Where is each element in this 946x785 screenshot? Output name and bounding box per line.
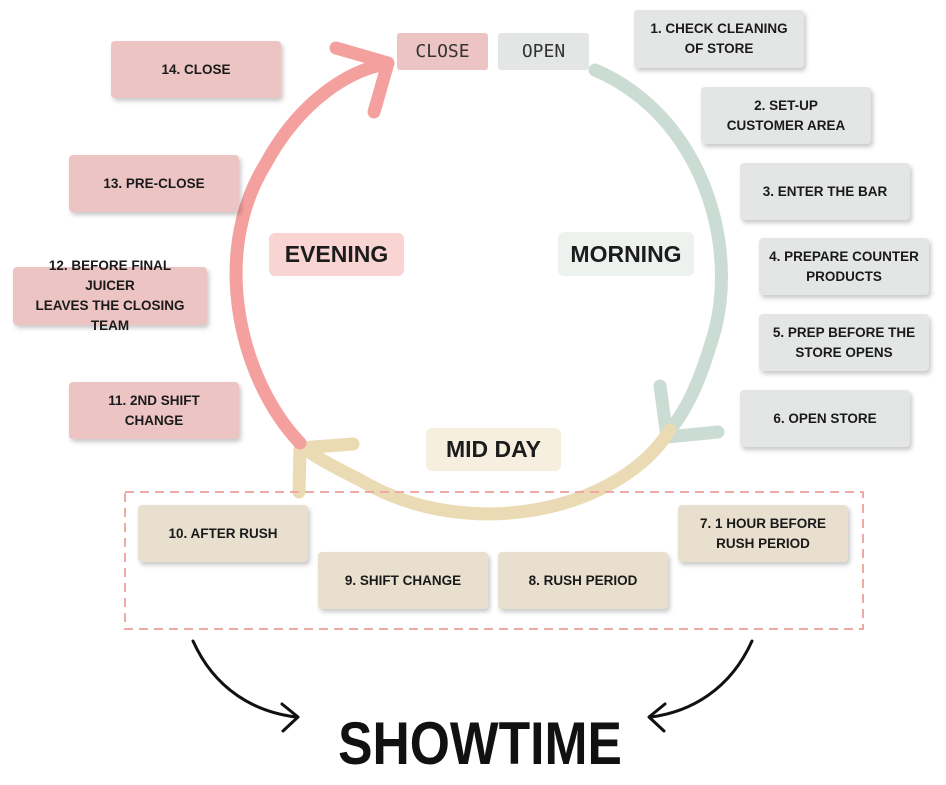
midday-arc [293,423,677,521]
step-12-box: 12. BEFORE FINAL JUICER LEAVES THE CLOSI… [13,258,207,333]
step-1-box: 1. CHECK CLEANING OF STORE [634,10,804,68]
step-5-box: 5. PREP BEFORE THE STORE OPENS [759,314,929,371]
step-10-box: 10. AFTER RUSH [138,505,308,562]
morning-arc [588,63,728,437]
step-13-box: 13. PRE-CLOSE [69,155,239,212]
showtime-left-arrowhead [280,702,300,733]
step-3-box: 3. ENTER THE BAR [740,163,910,220]
step-14-box: 14. CLOSE [111,41,281,98]
open-tag: OPEN [498,33,589,70]
step-11-box: 11. 2ND SHIFT CHANGE [69,382,239,439]
showtime-right-arrowhead [647,702,667,733]
showtime-title: SHOWTIME [338,710,622,777]
phase-evening-label: EVENING [269,233,404,276]
step-7-box: 7. 1 HOUR BEFORE RUSH PERIOD [678,505,848,562]
step-8-box: 8. RUSH PERIOD [498,552,668,609]
showtime-right-arrow [649,639,754,719]
step-4-box: 4. PREPARE COUNTER PRODUCTS [759,238,929,295]
close-tag: CLOSE [397,33,488,70]
step-2-box: 2. SET-UP CUSTOMER AREA [701,87,871,144]
showtime-left-arrow [191,639,298,719]
phase-morning-label: MORNING [558,232,694,276]
phase-midday-label: MID DAY [426,428,561,471]
step-9-box: 9. SHIFT CHANGE [318,552,488,609]
evening-arrowhead [329,41,395,119]
showtime-region [124,491,864,630]
evening-arc [229,57,393,450]
step-6-box: 6. OPEN STORE [740,390,910,447]
